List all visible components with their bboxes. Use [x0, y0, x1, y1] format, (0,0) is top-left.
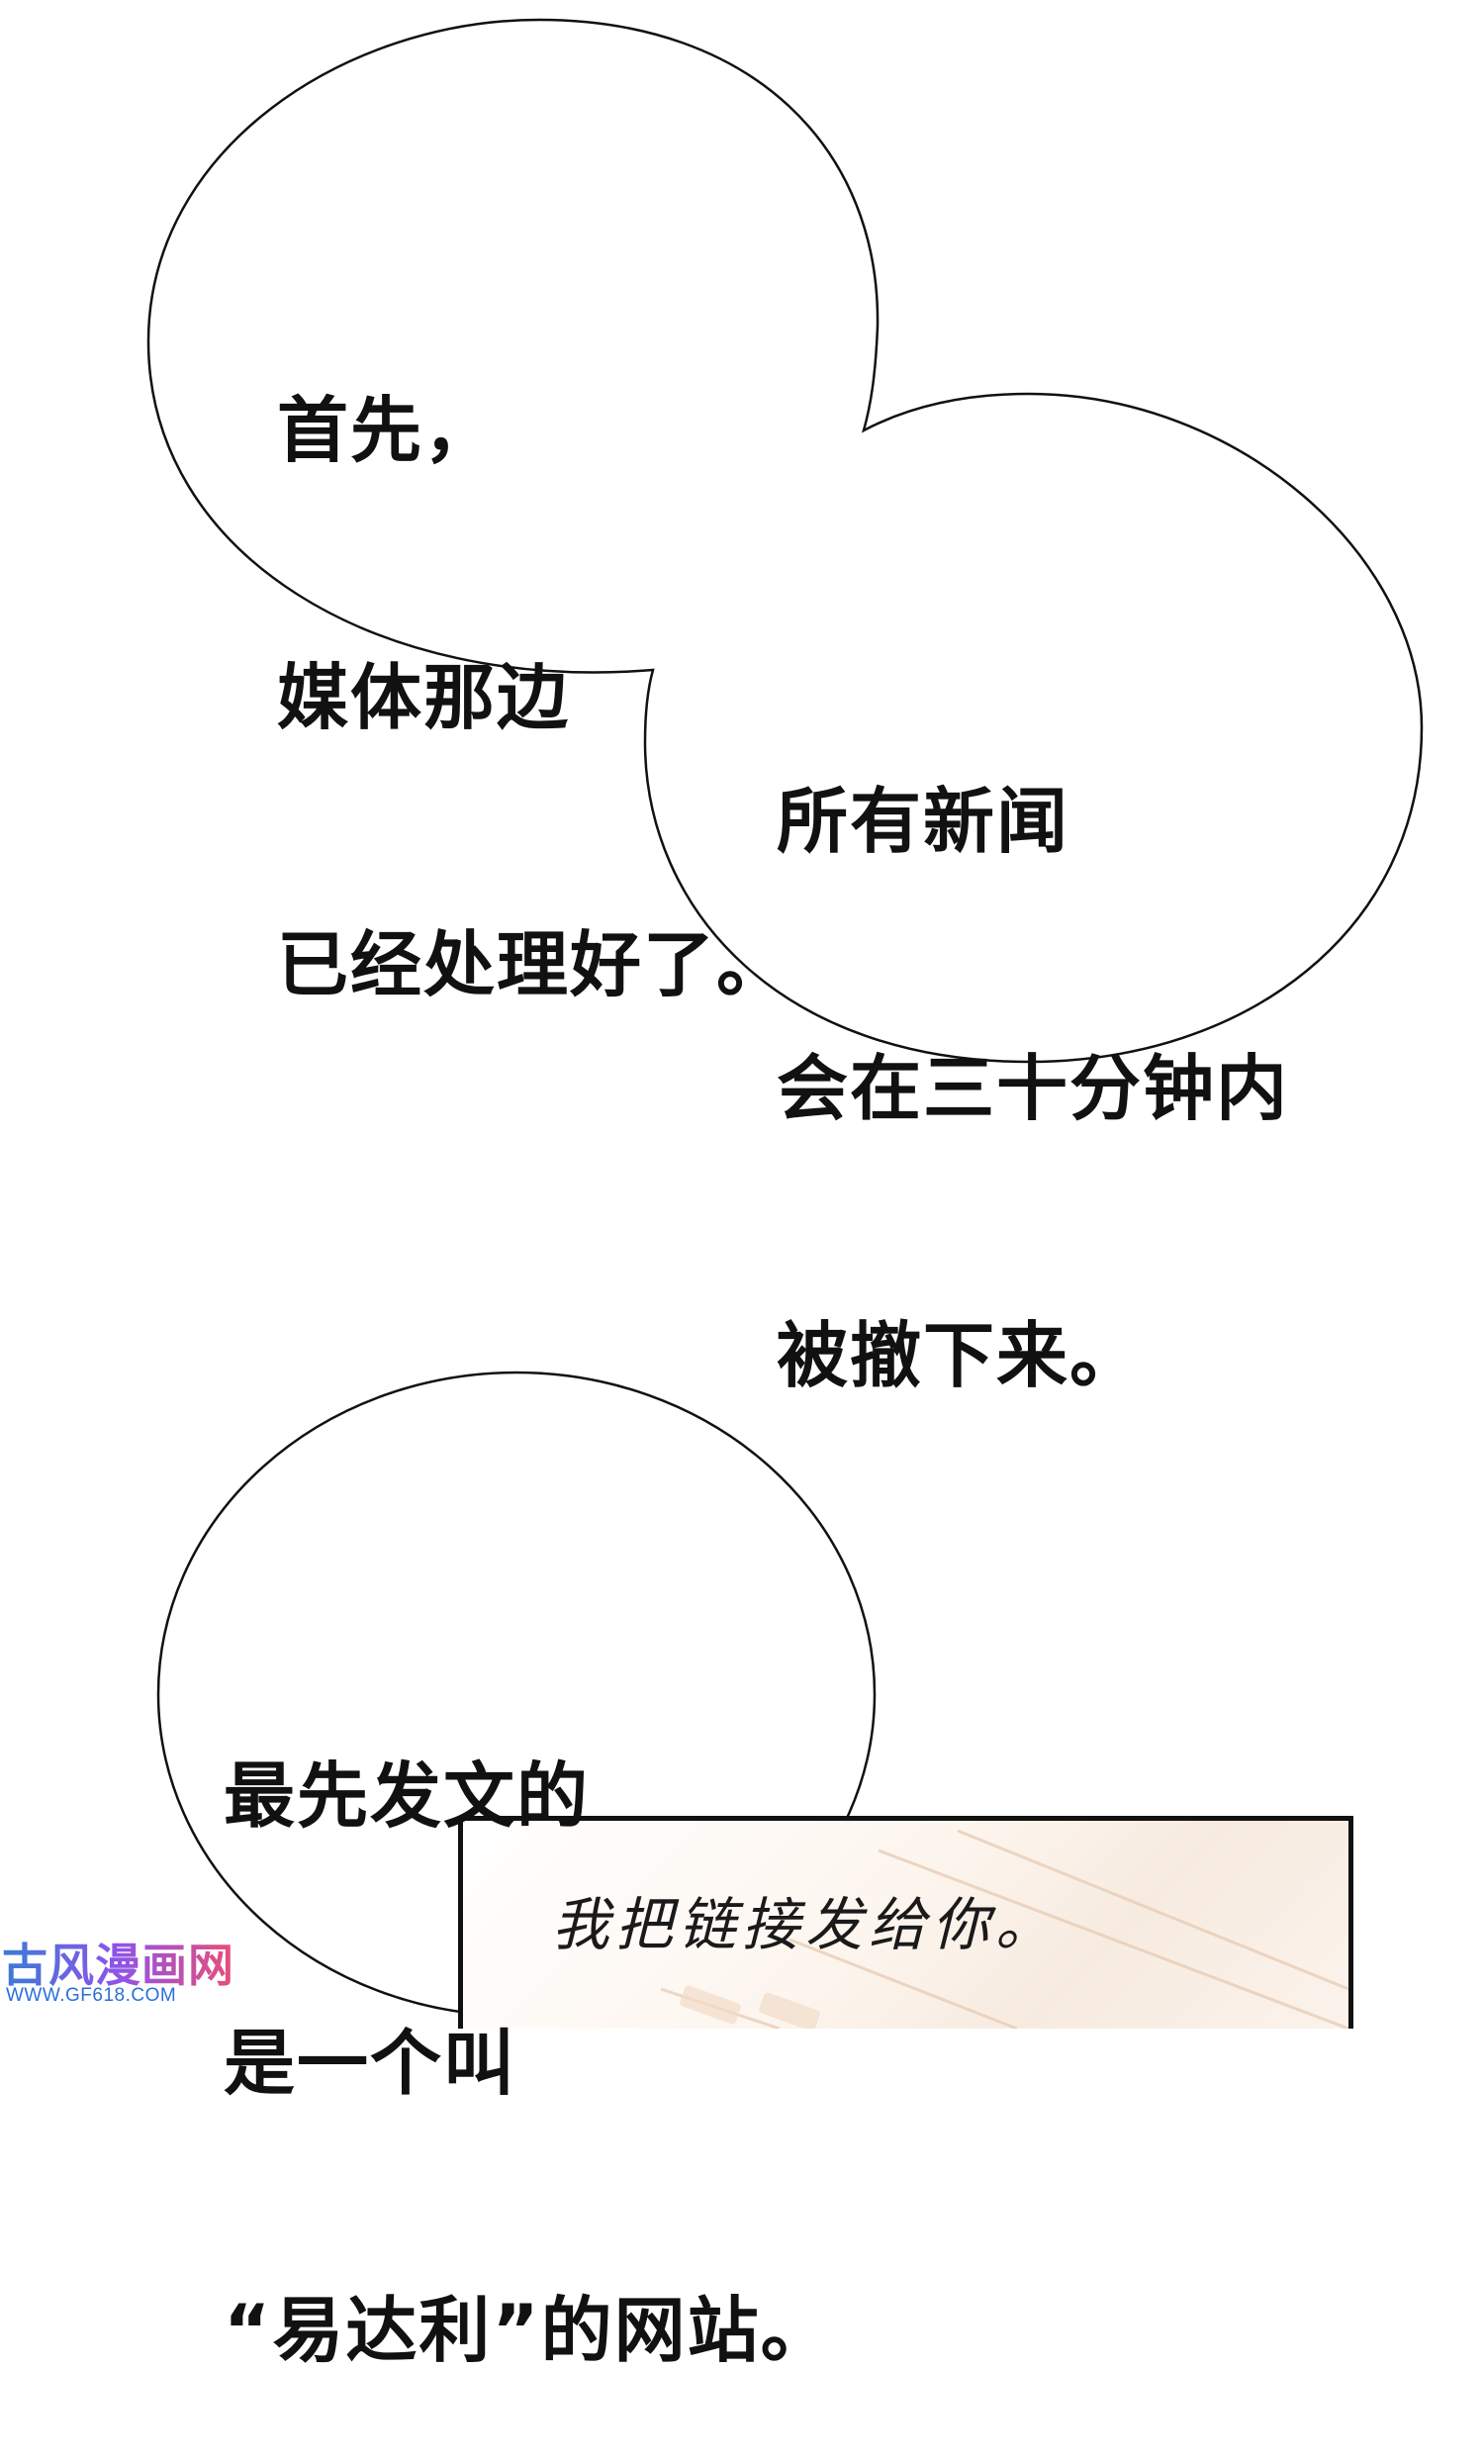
bubble-line: 所有新闻 [777, 780, 1070, 863]
bubble-text-second: 所有新闻 会在三十分钟内 被撤下来。 [777, 599, 1289, 1489]
bubble-line: 会在三十分钟内 [777, 1047, 1290, 1130]
bubble-text-third: 最先发文的 是一个叫 “易达利”的网站。 [224, 1573, 834, 2464]
site-watermark: 古风漫画网 WWW.GF618.COM [0, 1930, 233, 2013]
bubble-line: 首先， [277, 389, 498, 472]
panel-caption: 我把链接发给你。 [552, 1891, 1060, 1958]
bubble-text-first: 首先， 媒体那边 已经处理好了。 [277, 208, 789, 1098]
watermark-url: WWW.GF618.COM [6, 1985, 177, 2006]
bubble-line: 媒体那边 [277, 656, 571, 739]
speech-bubble-double [146, 18, 1424, 1064]
watermark-logo: 古风漫画网 [2, 1930, 234, 1995]
bubble-line: 已经处理好了。 [277, 923, 790, 1006]
bubble-line: 是一个叫 [224, 2022, 517, 2105]
bubble-line: 被撤下来。 [777, 1314, 1144, 1397]
bubble-line: 最先发文的 [224, 1754, 591, 1838]
bubble-line: “易达利”的网站。 [224, 2289, 834, 2372]
